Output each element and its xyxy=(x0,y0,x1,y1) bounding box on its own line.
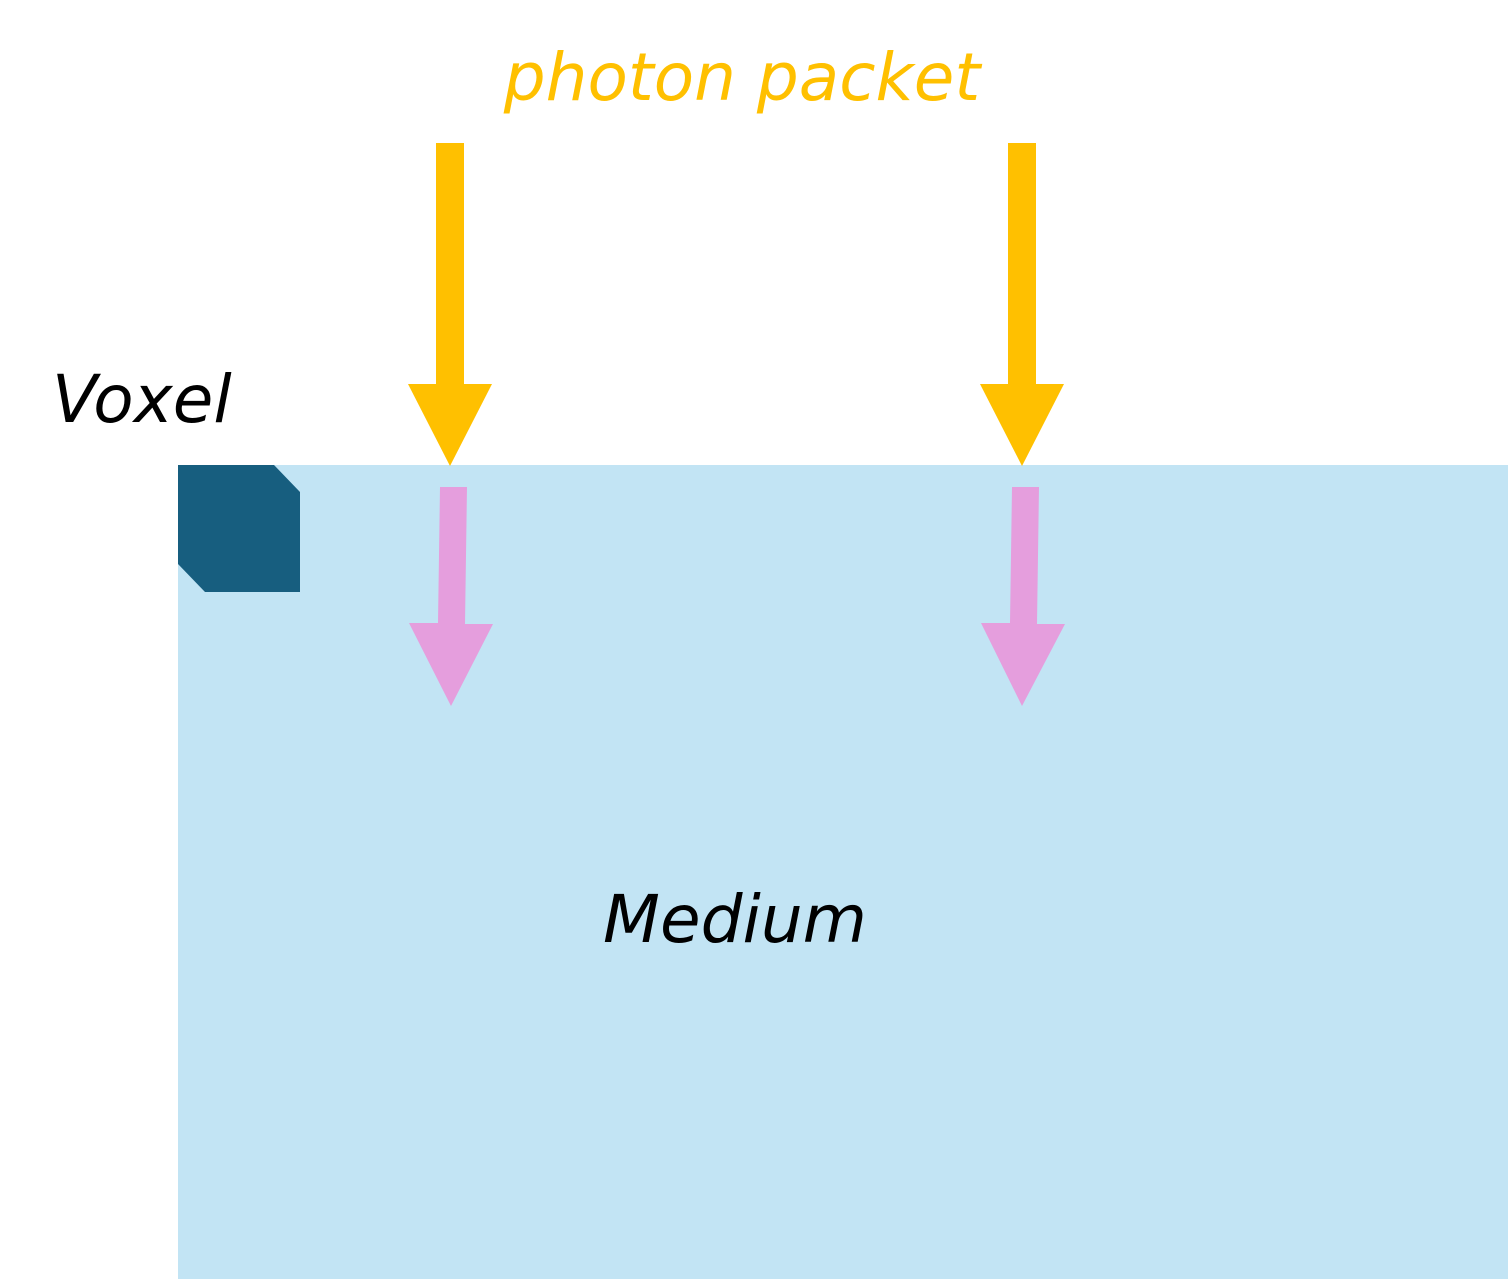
photon-arrow-left xyxy=(408,143,492,466)
medium-region xyxy=(178,465,1508,1279)
voxel-shape xyxy=(178,465,300,592)
voxel-label: Voxel xyxy=(52,361,232,438)
transmitted-arrow-left xyxy=(409,487,493,706)
transmitted-arrow-right xyxy=(981,487,1065,706)
photon-arrow-right xyxy=(980,143,1064,466)
photon-packet-label: photon packet xyxy=(503,39,983,116)
medium-label: Medium xyxy=(603,881,867,958)
